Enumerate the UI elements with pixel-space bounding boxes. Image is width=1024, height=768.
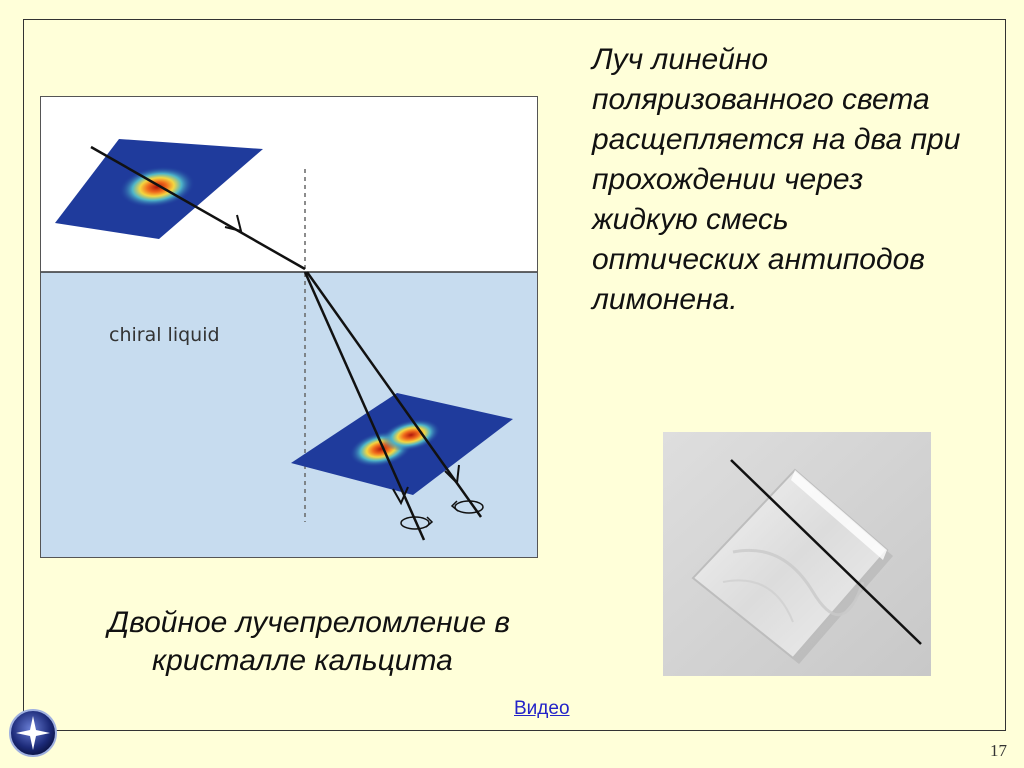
description-line: жидкую смесь	[592, 203, 789, 236]
caption-line: Двойное лучепреломление в	[108, 606, 511, 639]
rotation-marker-left	[400, 516, 434, 530]
description-line: расщепляется на два при	[592, 123, 961, 156]
incident-arrow	[224, 214, 243, 233]
slide-frame	[23, 19, 1006, 731]
description-line: Луч линейно	[592, 43, 769, 76]
video-link[interactable]: Видео	[514, 698, 570, 719]
logo-icon	[8, 708, 58, 758]
refracted-arrow-2	[444, 464, 460, 486]
incident-beam	[90, 145, 306, 271]
calcite-caption: Двойное лучепреломление в кристалле каль…	[108, 604, 588, 680]
caption-line: кристалле кальцита	[152, 644, 453, 677]
rotation-marker-right	[450, 500, 484, 514]
description-line: лимонена.	[592, 283, 738, 316]
refracted-arrow-1	[392, 486, 409, 506]
chiral-liquid-label: chiral liquid	[109, 324, 220, 346]
description-line: прохождении через	[592, 163, 864, 196]
output-plane	[291, 393, 513, 495]
description-line: поляризованного света	[592, 83, 930, 116]
description-text: Луч линейно поляризованного света расщеп…	[592, 40, 1012, 320]
laser-line	[730, 459, 922, 645]
chiral-liquid-diagram: chiral liquid	[40, 96, 538, 558]
page-number: 17	[990, 741, 1007, 760]
description-line: оптических антиподов	[592, 243, 925, 276]
calcite-crystal-photo	[663, 432, 931, 676]
refracted-beam-2	[305, 271, 483, 518]
input-plane	[55, 139, 263, 239]
